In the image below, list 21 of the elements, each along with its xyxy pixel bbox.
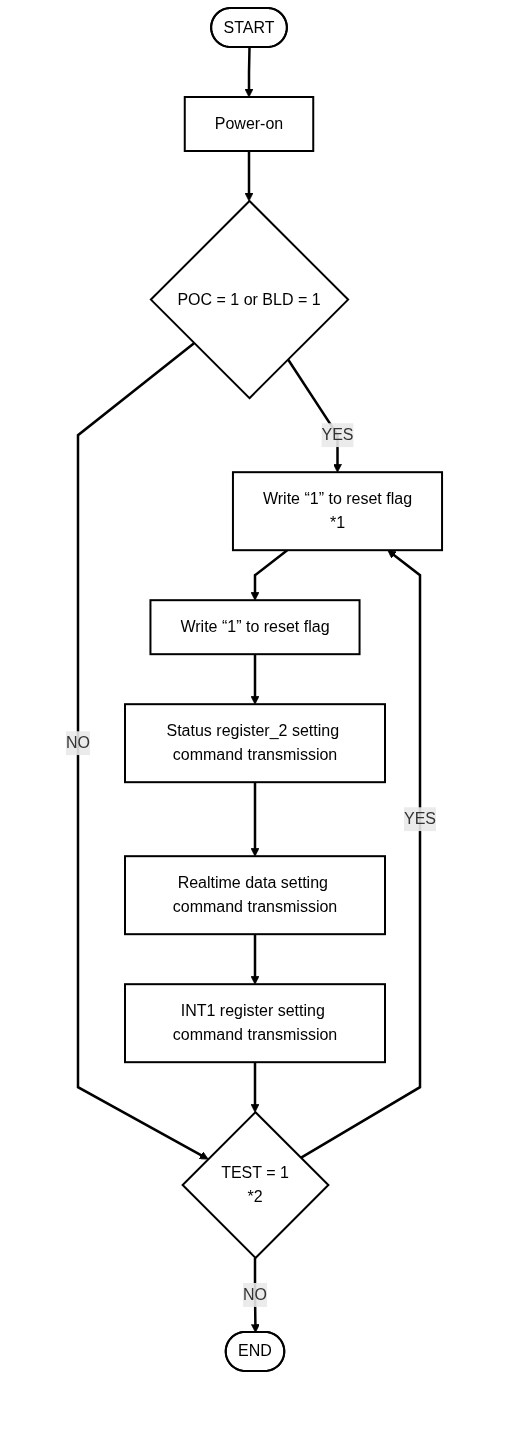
arrow bbox=[76, 342, 209, 1160]
arrow bbox=[250, 1062, 260, 1113]
node-box: Status register_2 setting command transmission bbox=[123, 703, 386, 784]
edge-label: NO bbox=[242, 1285, 267, 1303]
arrow bbox=[250, 782, 260, 857]
arrow bbox=[250, 654, 260, 705]
node-box: Write “1” to reset flag bbox=[149, 599, 361, 656]
node-diamond: POC = 1 or BLD = 1 bbox=[149, 199, 350, 400]
node-diamond: TEST = 1 *2 bbox=[181, 1110, 330, 1260]
arrow bbox=[244, 151, 254, 202]
arrow bbox=[250, 549, 288, 601]
node-box: Power-on bbox=[183, 96, 315, 152]
node-box: Write “1” to reset flag *1 bbox=[231, 471, 443, 552]
edge-label: YES bbox=[403, 810, 436, 828]
edge-label: NO bbox=[65, 734, 90, 752]
arrow bbox=[250, 934, 260, 985]
edge-label: YES bbox=[321, 426, 354, 444]
node-box: INT1 register setting command transmission bbox=[123, 983, 386, 1064]
node-box: Realtime data setting command transmission bbox=[123, 855, 386, 936]
arrow bbox=[244, 47, 254, 98]
arrow bbox=[300, 549, 422, 1159]
